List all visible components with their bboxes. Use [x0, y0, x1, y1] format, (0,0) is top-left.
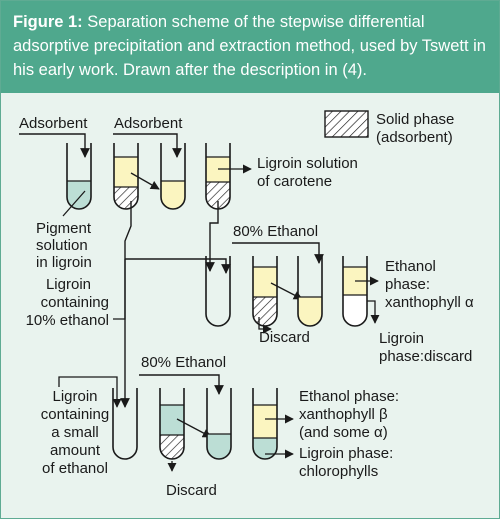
discard-arrow-1: [258, 317, 272, 334]
ligroin-small-arrow: [58, 376, 122, 408]
ligroin-small-label-1: Ligroin: [52, 388, 97, 405]
ethanol-phase-label-3: xanthophyll α: [385, 294, 474, 311]
legend-solid-phase-swatch: [324, 110, 369, 138]
tube-empty-middle: [205, 256, 231, 327]
ligroin10-label-1: Ligroin: [46, 276, 91, 293]
discard-label-2: Discard: [166, 482, 217, 499]
pigment-label-2: solution: [36, 237, 88, 254]
ethanol80-arrow-top: [232, 242, 324, 264]
tube-pigment-solution: [66, 143, 92, 210]
ethanol-phase-label-2: phase:: [385, 276, 430, 293]
tube4-transfer-arrow: [205, 201, 219, 272]
carotene-label-2: of carotene: [257, 173, 332, 190]
adsorbent-label-2: Adsorbent: [114, 115, 183, 132]
tube-discard-bottom: [159, 388, 185, 460]
legend-adsorbent-label: (adsorbent): [376, 129, 453, 146]
tube-final-separation: [252, 388, 278, 460]
chloro-label-1: Ligroin phase:: [299, 445, 393, 462]
tube-empty-bottom: [112, 388, 138, 460]
ligroin10-label-2: containing: [41, 294, 109, 311]
ligroin-small-label-3: a small: [51, 424, 99, 441]
transfer-arrow-2: [270, 282, 303, 300]
tube2-transfer-arrow: [120, 201, 132, 408]
ligroin-discard-label-2: phase:discard: [379, 348, 472, 365]
tube-adsorbed-pigments: [113, 143, 139, 210]
adsorbent-label-1: Adsorbent: [19, 115, 88, 132]
tube-discard-middle: [252, 256, 278, 327]
tube-yellow-solution: [160, 143, 186, 210]
ethanol80-label-top: 80% Ethanol: [233, 223, 318, 240]
ligroin-discard-arrow: [367, 300, 380, 324]
tube-xanthophyll-alpha: [342, 256, 368, 327]
tube-green-solution: [206, 388, 232, 460]
discard-label-1: Discard: [259, 329, 310, 346]
pigment-label-1: Pigment: [36, 220, 92, 237]
transfer-arrow-1: [130, 172, 160, 190]
eth-beta-label-2: xanthophyll β: [299, 406, 388, 423]
ethanol-phase-label-1: Ethanol: [385, 258, 436, 275]
adsorbent-arrow-1: [19, 133, 90, 158]
ligroin-small-label-4: amount: [50, 442, 101, 459]
transfer-arrow-3: [176, 418, 212, 438]
ligroin10-leader: [113, 259, 126, 320]
ligroin10-arrow: [125, 258, 231, 274]
eth-beta-label-3: (and some α): [299, 424, 388, 441]
legend-solid-phase-label: Solid phase: [376, 111, 454, 128]
adsorbent-arrow-2: [113, 133, 182, 158]
carotene-label-1: Ligroin solution: [257, 155, 358, 172]
pigment-label-3: in ligroin: [36, 254, 92, 271]
figure-header: Figure 1: Separation scheme of the stepw…: [1, 1, 499, 93]
ethanol80-arrow-bottom: [139, 374, 224, 395]
ligroin10-label-3: 10% ethanol: [26, 312, 109, 329]
figure-caption-text: Separation scheme of the stepwise differ…: [13, 13, 486, 79]
eth-beta-label-1: Ethanol phase:: [299, 388, 399, 405]
figure-label: Figure 1:: [13, 13, 83, 31]
ligroin-small-label-2: containing: [41, 406, 109, 423]
tube-carotene: [205, 143, 231, 210]
figure-caption: Figure 1: Separation scheme of the stepw…: [13, 10, 491, 82]
ligroin-discard-label-1: Ligroin: [379, 330, 424, 347]
pigment-leader-line: [62, 190, 86, 217]
ligroin-small-label-5: of ethanol: [42, 460, 108, 477]
chloro-label-2: chlorophylls: [299, 463, 378, 480]
ethanol80-label-bottom: 80% Ethanol: [141, 354, 226, 371]
tube-ethanol-extract: [297, 256, 323, 327]
